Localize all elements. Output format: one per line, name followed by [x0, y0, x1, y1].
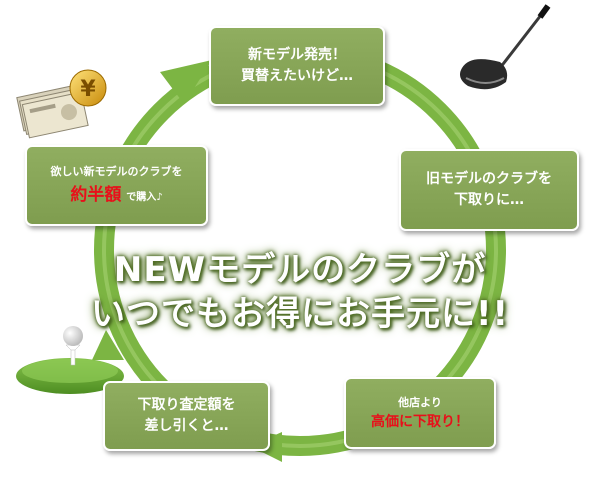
- step-text: 下取り査定額を: [137, 397, 236, 413]
- svg-text:¥: ¥: [80, 77, 96, 102]
- step-subtract-appraisal: 下取り査定額を 差し引くと…: [103, 381, 270, 451]
- step-text: 下取りに…: [454, 192, 524, 208]
- arrow-head-left: [92, 330, 124, 360]
- headline-line: いつでもお得にお手元に!!: [90, 294, 509, 334]
- headline-line: NEWモデルのクラブが: [113, 250, 487, 290]
- step-buy-half-price: 欲しい新モデルのクラブを 約半額 で購入♪: [25, 145, 208, 226]
- golf-tee-ball-icon: [16, 326, 124, 394]
- step-text: 旧モデルのクラブを: [426, 171, 552, 187]
- step-text: 欲しい新モデルのクラブを: [50, 165, 183, 178]
- yen-money-icon: ¥: [16, 69, 107, 139]
- step-trade-in-old-club: 旧モデルのクラブを 下取りに…: [399, 149, 579, 231]
- step-highlight-text: 高価に下取り！: [371, 413, 469, 430]
- headline: NEWモデルのクラブが いつでもお得にお手元に!!: [60, 248, 540, 336]
- step-high-trade-in-price: 他店より 高価に下取り！: [344, 377, 496, 449]
- arrow-head-top: [160, 60, 212, 104]
- step-text: で購入♪: [126, 192, 163, 203]
- step-text: 他店より: [398, 395, 442, 409]
- step-highlight-text: 約半額: [70, 185, 122, 205]
- step-text: 買替えたいけど…: [241, 68, 353, 84]
- golf-driver-icon: [460, 4, 551, 90]
- step-text: 差し引くと…: [144, 418, 229, 434]
- step-new-model-release: 新モデル発売！ 買替えたいけど…: [209, 26, 385, 106]
- step-text: 新モデル発売！: [248, 47, 346, 63]
